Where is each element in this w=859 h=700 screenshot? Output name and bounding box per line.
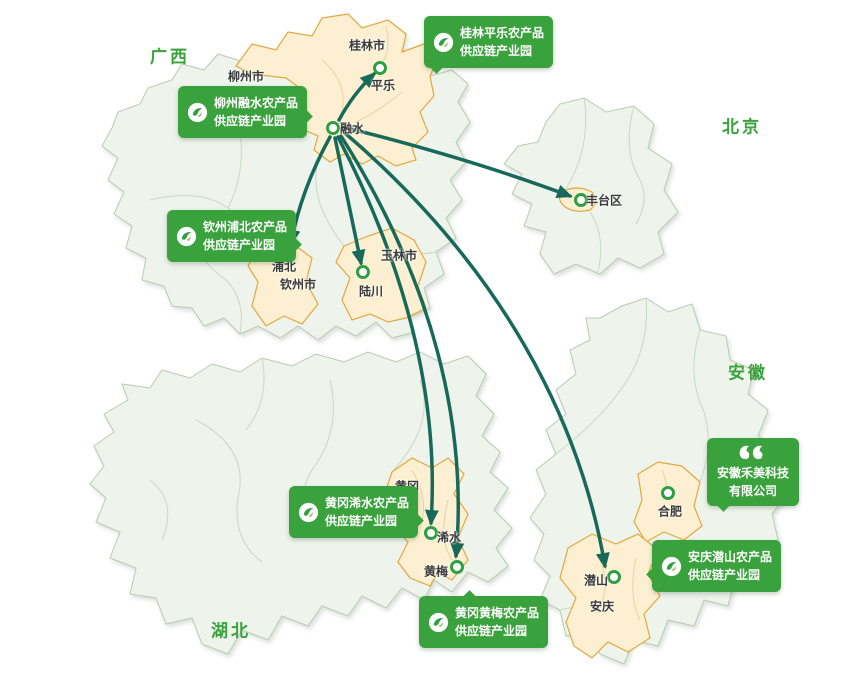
park-logo-icon <box>661 556 682 576</box>
badge-line2: 供应链产业园 <box>214 114 287 128</box>
badge-text: 桂林平乐农产品供应链产业园 <box>460 24 544 60</box>
park-logo-icon <box>298 502 319 522</box>
city-label-pingle: 平乐 <box>370 78 396 93</box>
badge-huanggang-xishui-park[interactable]: 黄冈浠水农产品供应链产业园 <box>289 486 424 538</box>
city-label-luchuan: 陆川 <box>358 284 384 299</box>
city-label-anqing: 安庆 <box>589 599 615 614</box>
badge-huanggang-huangmei-park[interactable]: 黄冈黄梅农产品供应链产业园 <box>419 590 549 648</box>
badge-text: 安徽禾美科技有限公司 <box>717 464 789 500</box>
badge-line2: 有限公司 <box>729 484 778 498</box>
badge-line1: 安庆潜山农产品 <box>688 550 773 564</box>
arrow-rongshui-to-luchuan <box>333 136 366 266</box>
city-label-hefei: 合肥 <box>657 504 683 519</box>
park-logo-icon <box>433 32 454 52</box>
badge-line2: 供应链产业园 <box>203 238 276 252</box>
arrow-rongshui-to-fengtai <box>341 125 573 199</box>
province-label-anhui: 安徽 <box>728 363 768 383</box>
highlight-hefei <box>633 461 703 543</box>
province-label-beijing: 北京 <box>722 117 762 137</box>
marker-xishui[interactable] <box>424 526 438 540</box>
arrow-rongshui-to-huangmei <box>339 134 465 559</box>
badge-line2: 供应链产业园 <box>688 568 761 582</box>
city-label-liuzhou: 柳州市 <box>227 69 265 84</box>
city-label-fengtai: 丰台区 <box>585 193 623 208</box>
badge-text: 黄冈黄梅农产品供应链产业园 <box>455 604 539 640</box>
badge-text: 黄冈浠水农产品供应链产业园 <box>325 494 409 530</box>
badge-line1: 柳州融水农产品 <box>214 96 299 110</box>
province-label-guangxi: 广西 <box>150 47 190 67</box>
city-label-guilin: 桂林市 <box>348 38 386 53</box>
badge-line1: 钦州浦北农产品 <box>203 220 288 234</box>
badge-qinzhou-pubei-park[interactable]: 钦州浦北农产品供应链产业园 <box>167 210 302 262</box>
beijing-shape <box>503 97 679 275</box>
flow-arrows <box>286 71 610 569</box>
badge-line1: 安徽禾美科技 <box>717 466 790 480</box>
city-label-pubei: 浦北 <box>271 259 297 274</box>
badge-anqing-qianshan-park[interactable]: 安庆潜山农产品供应链产业园 <box>646 540 782 592</box>
badge-anhui-hemei-company[interactable]: 安徽禾美科技有限公司 <box>707 438 800 512</box>
badge-liuzhou-rongshui-park[interactable]: 柳州融水农产品供应链产业园 <box>178 86 313 138</box>
marker-pingle[interactable] <box>373 61 387 75</box>
park-logo-icon <box>428 612 449 632</box>
marker-fengtai[interactable] <box>574 193 588 207</box>
city-label-yulin: 玉林市 <box>380 248 418 263</box>
badge-text: 柳州融水农产品供应链产业园 <box>214 94 298 130</box>
marker-hefei[interactable] <box>661 486 675 500</box>
marker-huangmei[interactable] <box>450 560 464 574</box>
arrow-rongshui-to-pingle <box>337 71 377 122</box>
badge-line1: 黄冈黄梅农产品 <box>455 606 540 620</box>
badge-guilin-pingle-park[interactable]: 桂林平乐农产品供应链产业园 <box>424 16 554 74</box>
hemei-company-logo-icon <box>739 445 763 460</box>
city-label-xishui: 浠水 <box>436 530 462 545</box>
badge-text: 安庆潜山农产品供应链产业园 <box>688 548 772 584</box>
badge-line2: 供应链产业园 <box>460 44 533 58</box>
park-logo-icon <box>176 226 197 246</box>
arrow-rongshui-to-xishui <box>336 135 439 526</box>
city-label-qianshan: 潜山 <box>583 573 609 588</box>
badge-line1: 黄冈浠水农产品 <box>325 496 410 510</box>
marker-luchuan[interactable] <box>356 265 370 279</box>
park-logo-icon <box>187 102 208 122</box>
city-label-rongshui: 融水 <box>339 121 365 136</box>
marker-qianshan[interactable] <box>607 570 621 584</box>
province-label-hubei: 湖北 <box>211 621 251 641</box>
badge-line2: 供应链产业园 <box>455 624 528 638</box>
badge-line2: 供应链产业园 <box>325 514 398 528</box>
city-label-huangmei: 黄梅 <box>423 564 449 579</box>
badge-line1: 桂林平乐农产品 <box>460 26 545 40</box>
arrow-rongshui-to-qianshan <box>343 131 610 569</box>
marker-rongshui[interactable] <box>326 121 340 135</box>
badge-text: 钦州浦北农产品供应链产业园 <box>203 218 287 254</box>
city-label-qinzhou: 钦州市 <box>279 277 317 292</box>
highlight-anqing <box>559 533 661 659</box>
